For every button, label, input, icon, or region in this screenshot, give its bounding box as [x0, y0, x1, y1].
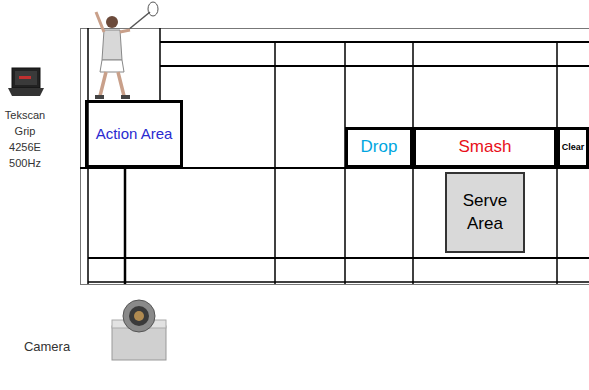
area-box: Smash [413, 127, 557, 168]
area-box: Action Area [85, 100, 183, 168]
laptop-icon [8, 68, 44, 96]
area-box: Clear [557, 127, 589, 168]
area-label: Action Area [96, 124, 173, 144]
area-label: Drop [361, 136, 398, 159]
area-label: Serve Area [449, 190, 521, 236]
player-figure [95, 2, 158, 99]
area-box: Serve Area [445, 172, 525, 253]
area-box: Drop [345, 127, 413, 168]
area-label: Clear [562, 141, 585, 153]
area-label: Smash [459, 136, 512, 159]
device-label: Tekscan Grip 4256E 500Hz [0, 108, 50, 172]
camera-icon [112, 300, 166, 360]
camera-label: Camera [12, 338, 82, 357]
